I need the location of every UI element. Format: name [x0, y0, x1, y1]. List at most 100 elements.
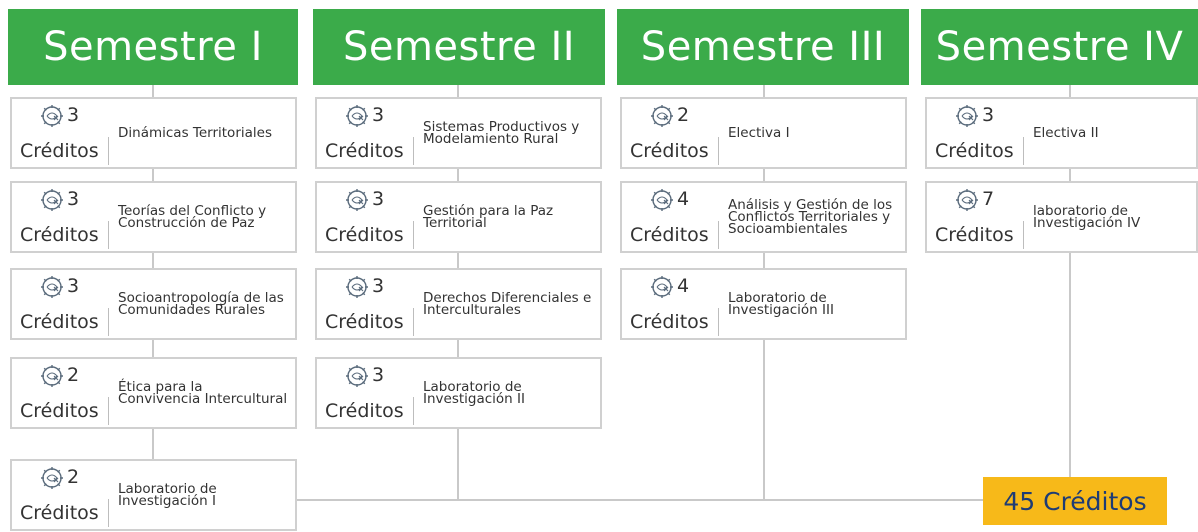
credits-label: Créditos — [325, 224, 404, 246]
credits-label: Créditos — [630, 224, 709, 246]
course-credits: 3 — [372, 188, 385, 210]
course-name: Electiva I — [728, 125, 790, 141]
course-credits: 3 — [67, 275, 80, 297]
credits-label: Créditos — [20, 400, 99, 422]
course-credits: 3 — [67, 104, 80, 126]
credits-label: Créditos — [630, 140, 709, 162]
course-credits: 3 — [372, 104, 385, 126]
credits-gear-icon — [345, 104, 369, 128]
course-credits: 2 — [67, 364, 80, 386]
course-name-wrap: Electiva II — [1033, 99, 1190, 167]
course-name: Laboratorio de Investigación III — [728, 290, 834, 318]
divider — [108, 499, 109, 527]
divider — [413, 137, 414, 165]
credits-gear-icon — [650, 275, 674, 299]
course-credits: 4 — [677, 275, 690, 297]
course-name-wrap: Electiva I — [728, 99, 899, 167]
course-credits: 3 — [372, 275, 385, 297]
semester-header-2: Semestre II — [313, 9, 605, 85]
divider — [108, 221, 109, 249]
credits-gear-icon — [40, 466, 64, 490]
course-name-wrap: Laboratorio de Investigación I — [118, 461, 289, 529]
credits-label: Créditos — [325, 311, 404, 333]
divider — [413, 397, 414, 425]
course-name-wrap: Sistemas Productivos y Modelamiento Rura… — [423, 99, 594, 167]
credits-gear-icon — [650, 104, 674, 128]
credits-gear-icon — [40, 275, 64, 299]
divider — [718, 137, 719, 165]
course-name: Socioantropología de las Comunidades Rur… — [118, 290, 284, 318]
course-name: Sistemas Productivos y Modelamiento Rura… — [423, 119, 580, 147]
divider — [413, 308, 414, 336]
course-name: Electiva II — [1033, 125, 1099, 141]
course-name-wrap: Ética para la Convivencia Intercultural — [118, 359, 289, 427]
divider — [718, 308, 719, 336]
course-name: Dinámicas Territoriales — [118, 125, 272, 141]
course-credits: 7 — [982, 188, 995, 210]
credits-gear-icon — [345, 188, 369, 212]
course-name: Análisis y Gestión de los Conflictos Ter… — [728, 197, 893, 237]
course-credits: 2 — [677, 104, 690, 126]
connector-bottom — [297, 499, 983, 501]
course-name: Ética para la Convivencia Intercultural — [118, 379, 288, 407]
connector-semester-4 — [1069, 85, 1071, 477]
course-credits: 3 — [67, 188, 80, 210]
divider — [108, 137, 109, 165]
course-name-wrap: Laboratorio de Investigación II — [423, 359, 594, 427]
course-name-wrap: Laboratorio de Investigación III — [728, 270, 899, 338]
credits-label: Créditos — [20, 140, 99, 162]
course-name: laboratorio de Investigación IV — [1033, 203, 1141, 231]
divider — [1023, 221, 1024, 249]
course-credits: 3 — [982, 104, 995, 126]
semester-header-3: Semestre III — [617, 9, 909, 85]
course-credits: 4 — [677, 188, 690, 210]
divider — [718, 221, 719, 249]
credits-gear-icon — [650, 188, 674, 212]
course-name: Laboratorio de Investigación I — [118, 481, 217, 509]
credits-label: Créditos — [325, 400, 404, 422]
course-credits: 3 — [372, 364, 385, 386]
course-name: Gestión para la Paz Territorial — [423, 203, 554, 231]
semester-header-4: Semestre IV — [921, 9, 1198, 85]
credits-label: Créditos — [935, 224, 1014, 246]
credits-gear-icon — [955, 188, 979, 212]
credits-label: Créditos — [935, 140, 1014, 162]
credits-label: Créditos — [20, 224, 99, 246]
course-name: Laboratorio de Investigación II — [423, 379, 525, 407]
credits-label: Créditos — [325, 140, 404, 162]
course-name-wrap: laboratorio de Investigación IV — [1033, 183, 1190, 251]
credits-gear-icon — [955, 104, 979, 128]
credits-gear-icon — [40, 364, 64, 388]
divider — [1023, 137, 1024, 165]
course-name-wrap: Dinámicas Territoriales — [118, 99, 289, 167]
divider — [413, 221, 414, 249]
course-name-wrap: Socioantropología de las Comunidades Rur… — [118, 270, 289, 338]
semester-header-1: Semestre I — [8, 9, 298, 85]
total-credits-badge: 45 Créditos — [983, 477, 1167, 525]
credits-label: Créditos — [630, 311, 709, 333]
course-name: Derechos Diferenciales e Interculturales — [423, 290, 592, 318]
course-name-wrap: Análisis y Gestión de los Conflictos Ter… — [728, 183, 899, 251]
course-name-wrap: Teorías del Conflicto y Construcción de … — [118, 183, 289, 251]
credits-gear-icon — [40, 188, 64, 212]
course-name-wrap: Derechos Diferenciales e Interculturales — [423, 270, 594, 338]
course-name: Teorías del Conflicto y Construcción de … — [118, 203, 267, 231]
course-name-wrap: Gestión para la Paz Territorial — [423, 183, 594, 251]
credits-gear-icon — [345, 275, 369, 299]
credits-label: Créditos — [20, 502, 99, 524]
divider — [108, 308, 109, 336]
